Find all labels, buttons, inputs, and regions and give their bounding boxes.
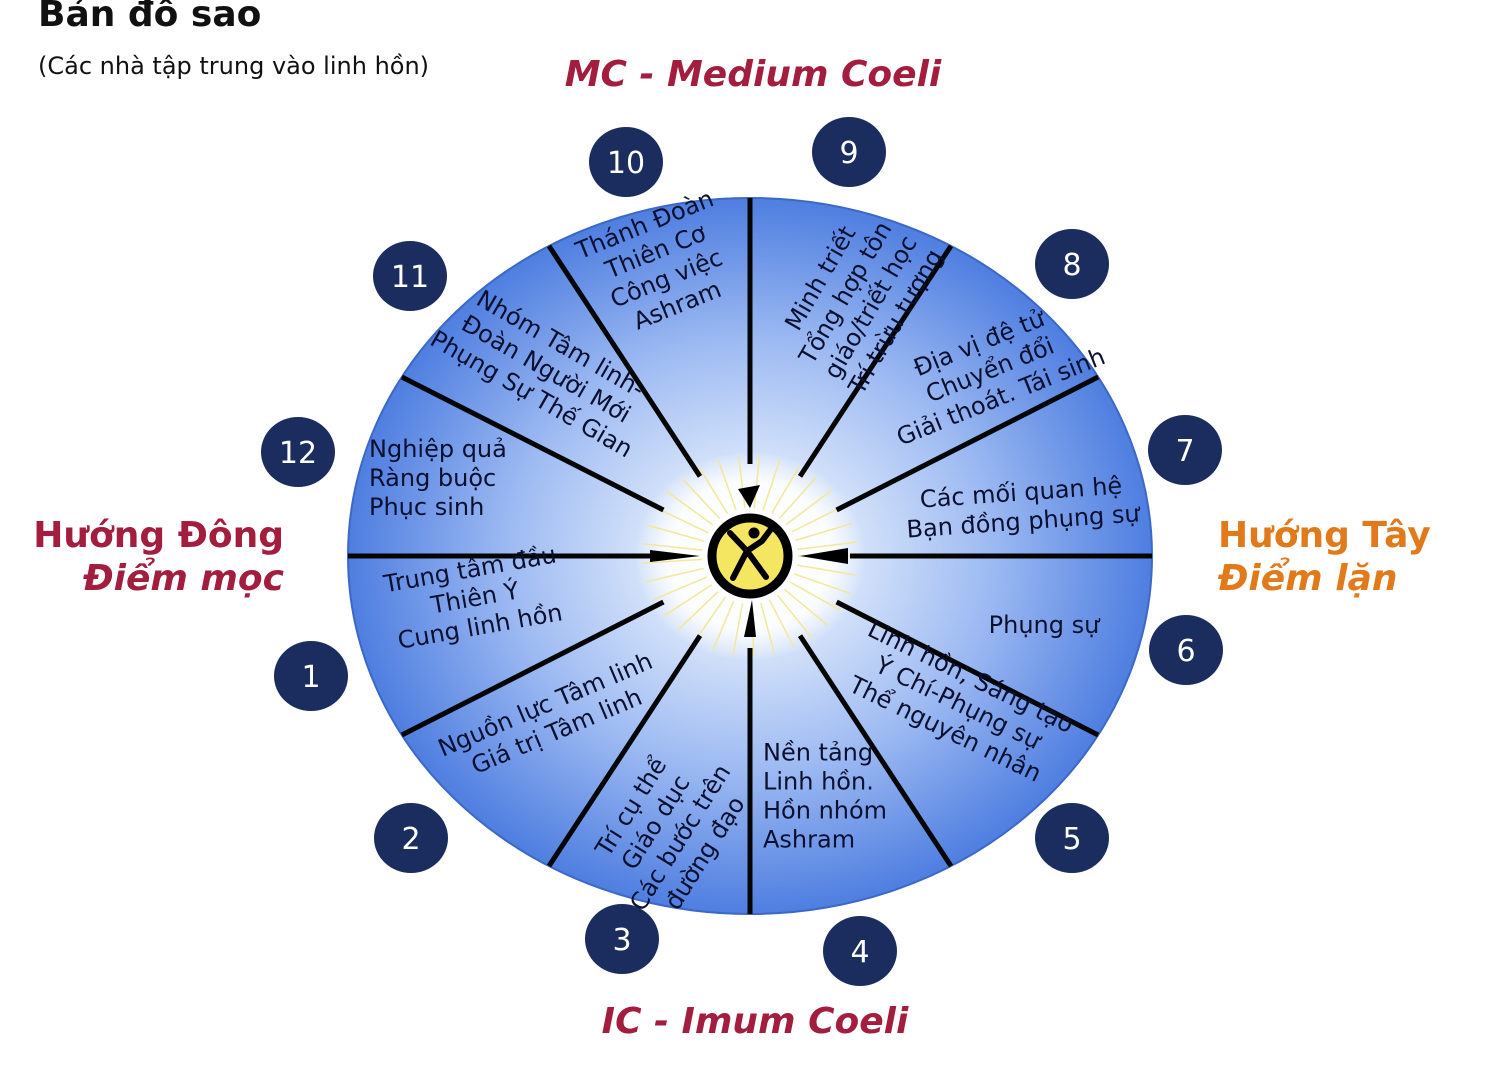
east-label-line2: Điểm mọc	[82, 557, 284, 599]
center-ray	[732, 603, 744, 655]
house-3-badge: 3	[585, 904, 659, 974]
badge-circle	[1035, 229, 1109, 299]
center-ray	[784, 588, 829, 627]
center-ray	[778, 476, 818, 519]
chart-title: Bản đồ sao	[38, 0, 262, 35]
badge-circle	[1035, 803, 1109, 873]
center-ray	[645, 567, 704, 583]
center-ray	[794, 573, 851, 595]
badge-circle	[585, 904, 659, 974]
house-6-text: Phụng sự	[989, 611, 1101, 639]
house-12-line-2: Ràng buộc	[369, 464, 496, 492]
house-4-number: 4	[850, 935, 869, 970]
center-ray	[768, 599, 795, 648]
center-ray	[655, 506, 709, 534]
center-ray	[737, 456, 746, 509]
house-divider-line	[400, 599, 665, 738]
house-7-badge: 7	[1148, 415, 1222, 485]
house-8-badge: 8	[1035, 229, 1109, 299]
center-ray	[677, 591, 719, 631]
center-ray	[797, 541, 858, 551]
chart-subtitle: (Các nhà tập trung vào linh hồn)	[38, 52, 430, 80]
center-ray	[681, 477, 721, 520]
house-divider-line	[835, 599, 1100, 738]
center-ray	[796, 564, 857, 576]
house-6-line-1: Phụng sự	[989, 611, 1101, 639]
badge-circle	[261, 417, 335, 487]
house-9-badge: 9	[812, 117, 886, 187]
house-4-line-4: Ashram	[763, 826, 855, 854]
center-ray	[785, 489, 832, 526]
house-12-number: 12	[279, 436, 317, 471]
house-9-number: 9	[839, 136, 858, 171]
center-ray	[647, 524, 705, 542]
mc-label: MC - Medium Coeli	[565, 54, 942, 95]
center-ray	[762, 459, 781, 511]
badge-circle	[1149, 615, 1223, 685]
house-4-badge: 4	[823, 916, 897, 986]
center-ray	[652, 576, 708, 601]
center-ray	[795, 522, 853, 542]
badge-circle	[812, 117, 886, 187]
east-label-line1: Hướng Đông	[33, 515, 284, 556]
badge-circle	[374, 803, 448, 873]
house-6-badge: 6	[1149, 615, 1223, 685]
center-ray	[771, 466, 800, 514]
center-ray	[776, 594, 813, 639]
human-figure-sun-icon	[650, 485, 848, 637]
house-divider-line	[835, 374, 1100, 513]
center-ray	[717, 460, 737, 511]
house-8-number: 8	[1062, 248, 1081, 283]
house-1-badge: 1	[274, 641, 348, 711]
house-10-badge: 10	[589, 127, 663, 197]
badge-circle	[373, 241, 447, 311]
house-12-line-3: Phục sinh	[369, 493, 484, 521]
house-2-badge: 2	[374, 803, 448, 873]
house-10-number: 10	[607, 146, 645, 181]
center-ray	[642, 543, 703, 551]
house-12-line-1: Nghiệp quả	[369, 435, 507, 463]
house-divider-line	[797, 244, 954, 478]
house-3-number: 3	[612, 923, 631, 958]
house-6-number: 6	[1176, 634, 1195, 669]
house-divider-line	[400, 374, 665, 513]
house-4-line-3: Hồn nhóm	[763, 797, 887, 825]
house-7-number: 7	[1175, 434, 1194, 469]
center-ray	[663, 584, 713, 617]
house-divider-line	[797, 634, 954, 868]
house-12-badge: 12	[261, 417, 335, 487]
center-ray	[753, 456, 761, 509]
ic-label: IC - Imum Coeli	[602, 1001, 909, 1042]
badge-circle	[589, 127, 663, 197]
badge-circle	[274, 641, 348, 711]
center-ray	[760, 602, 776, 654]
badge-circle	[1148, 415, 1222, 485]
center-ray	[642, 558, 703, 564]
badge-circle	[823, 916, 897, 986]
house-2-number: 2	[401, 822, 420, 857]
house-11-number: 11	[391, 260, 429, 295]
house-dividers	[348, 198, 1152, 914]
center-ray	[789, 581, 841, 612]
center-ray	[693, 596, 726, 643]
house-5-badge: 5	[1035, 803, 1109, 873]
center-ray	[712, 600, 735, 651]
house-divider-line	[546, 244, 703, 478]
center-ray	[666, 491, 714, 526]
house-1-number: 1	[301, 660, 320, 695]
house-4-line-1: Nền tảng	[763, 739, 873, 767]
center-ray	[698, 467, 729, 515]
west-label-line1: Hướng Tây	[1218, 515, 1431, 556]
house-5-number: 5	[1062, 822, 1081, 857]
house-divider-line	[546, 634, 703, 868]
west-label-line2: Điểm lặn	[1217, 557, 1398, 599]
house-11-badge: 11	[373, 241, 447, 311]
center-ray	[791, 505, 844, 533]
house-4-line-2: Linh hồn.	[763, 768, 874, 796]
